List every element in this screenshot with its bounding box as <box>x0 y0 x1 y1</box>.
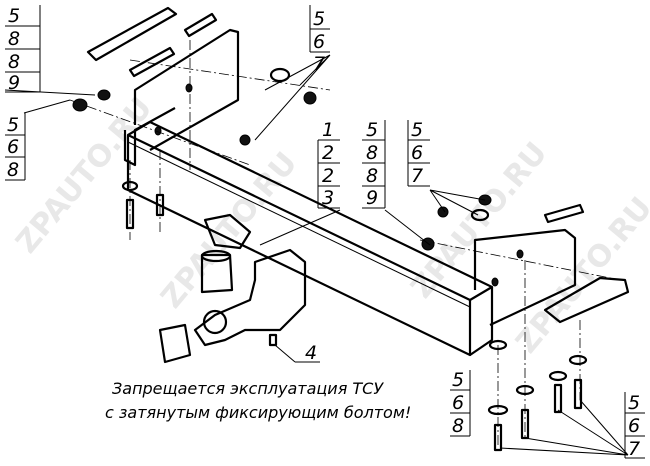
left-mounting-bracket <box>86 6 240 167</box>
svg-text:6: 6 <box>7 136 19 158</box>
callout-left: 5 6 8 <box>5 113 26 181</box>
callout-ball: 4 <box>295 342 320 364</box>
svg-text:6: 6 <box>313 31 325 53</box>
svg-text:8: 8 <box>8 51 20 73</box>
svg-text:Запрещается эксплуатация ТСУ: Запрещается эксплуатация ТСУ <box>112 379 384 398</box>
leader-lines <box>4 54 629 456</box>
callout-bottom-right: 5 6 7 <box>624 392 645 460</box>
ball-mount <box>158 213 307 364</box>
svg-text:1: 1 <box>322 119 334 141</box>
svg-text:4: 4 <box>305 342 317 364</box>
svg-text:3: 3 <box>322 187 334 209</box>
svg-text:8: 8 <box>7 159 19 181</box>
svg-text:5: 5 <box>366 119 378 141</box>
callout-center-right: 5 8 8 9 <box>362 119 386 209</box>
svg-text:5: 5 <box>411 119 423 141</box>
warning-caption: Запрещается эксплуатация ТСУ с затянутым… <box>105 379 411 422</box>
svg-text:6: 6 <box>452 392 464 414</box>
crossbar-beam <box>126 120 494 357</box>
svg-text:5: 5 <box>7 114 19 136</box>
callout-top-left: 5 8 8 9 <box>5 5 41 94</box>
svg-text:7: 7 <box>411 165 423 187</box>
svg-text:6: 6 <box>411 142 423 164</box>
callout-right: 5 6 7 <box>407 119 430 187</box>
callout-top-middle: 5 6 7 <box>309 5 330 75</box>
svg-text:9: 9 <box>8 72 20 94</box>
svg-text:8: 8 <box>452 415 464 437</box>
right-mounting-bracket <box>473 203 630 326</box>
svg-text:2: 2 <box>322 165 334 187</box>
svg-text:2: 2 <box>322 142 334 164</box>
svg-text:ZPAUTO.RU: ZPAUTO.RU <box>9 91 159 260</box>
svg-text:9: 9 <box>366 187 378 209</box>
callout-center: 1 2 2 3 <box>317 119 340 209</box>
svg-text:7: 7 <box>628 438 640 460</box>
callout-bottom-middle: 5 6 8 <box>450 369 471 437</box>
svg-text:8: 8 <box>366 165 378 187</box>
svg-text:5: 5 <box>313 8 325 30</box>
svg-text:5: 5 <box>452 369 464 391</box>
svg-text:5: 5 <box>8 5 20 27</box>
svg-text:8: 8 <box>8 28 20 50</box>
svg-text:с затянутым фиксирующим болтом: с затянутым фиксирующим болтом! <box>105 403 411 422</box>
svg-text:6: 6 <box>628 415 640 437</box>
svg-text:7: 7 <box>313 53 325 75</box>
svg-text:5: 5 <box>628 392 640 414</box>
svg-text:8: 8 <box>366 142 378 164</box>
